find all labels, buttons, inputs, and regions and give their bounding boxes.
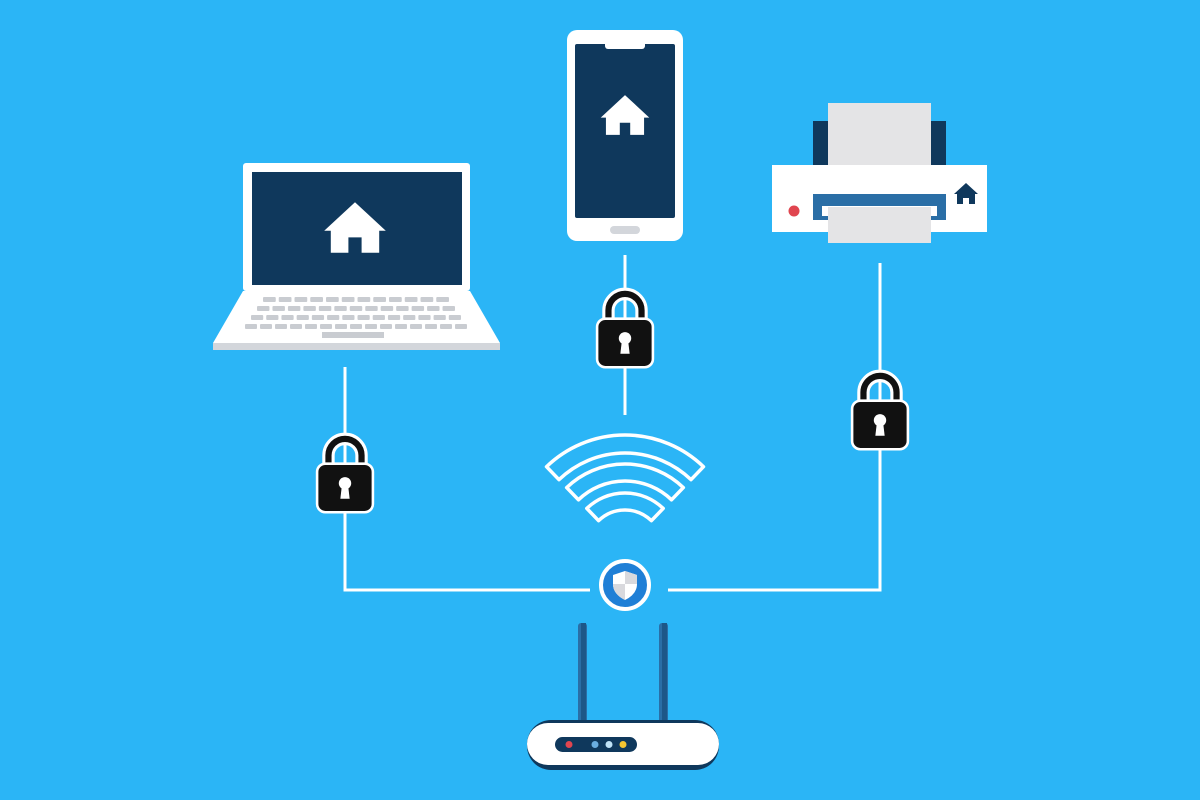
printer (772, 103, 987, 243)
laptop-key (380, 306, 394, 311)
laptop-key (396, 306, 409, 311)
router-led (605, 741, 613, 748)
laptop-key (320, 324, 332, 329)
laptop-key (425, 324, 437, 329)
laptop-key (266, 315, 279, 320)
laptop-key (418, 315, 431, 320)
router-led (565, 741, 573, 748)
smartphone (567, 30, 683, 241)
laptop-key (310, 297, 323, 302)
laptop-key (290, 324, 302, 329)
laptop-key (448, 315, 461, 320)
wifi-arc (544, 433, 706, 482)
laptop-key (350, 324, 362, 329)
laptop-key (410, 324, 422, 329)
wifi-arc (585, 491, 665, 523)
wifi-arc (564, 462, 686, 502)
laptop-key (326, 297, 339, 302)
laptop-key (373, 297, 386, 302)
laptop-key (303, 306, 316, 311)
laptop-key (294, 297, 308, 302)
laptop-key (335, 324, 347, 329)
laptop-key (327, 315, 340, 320)
laptop-key (349, 306, 363, 311)
laptop-key (341, 297, 355, 302)
laptop-key (263, 297, 276, 302)
phone-screen (575, 44, 675, 218)
laptop-key (411, 306, 425, 311)
printer-paper-in (828, 103, 931, 166)
laptop-keys (245, 297, 467, 338)
printer-power-led (788, 205, 800, 217)
router-led (591, 741, 599, 748)
wifi-icon (544, 433, 706, 523)
laptop-key (440, 324, 452, 329)
laptop-key (311, 315, 325, 320)
laptop-key (275, 324, 287, 329)
laptop-key (427, 306, 440, 311)
laptop-key (251, 315, 264, 320)
router (527, 623, 719, 770)
laptop-key (245, 324, 257, 329)
laptop-key (281, 315, 294, 320)
laptop-key (404, 297, 418, 302)
laptop-key (420, 297, 434, 302)
phone-home-button (610, 226, 640, 234)
laptop-key (260, 324, 272, 329)
laptop-key (357, 315, 370, 320)
laptop-key (278, 297, 292, 302)
laptop-key (403, 315, 416, 320)
laptop-spacebar (322, 332, 384, 338)
printer-paper-out (828, 207, 931, 243)
laptop-key (372, 315, 385, 320)
laptop-key (318, 306, 332, 311)
laptop-key (357, 297, 371, 302)
laptop-key (387, 315, 401, 320)
shield-badge (599, 559, 651, 611)
laptop-key (433, 315, 446, 320)
laptop-key (272, 306, 285, 311)
laptop-key (436, 297, 449, 302)
laptop-key (257, 306, 270, 311)
laptop-key (296, 315, 309, 320)
laptop-key (389, 297, 402, 302)
phone-notch (605, 42, 645, 49)
laptop-key (380, 324, 392, 329)
laptop-key (395, 324, 407, 329)
laptop-key (365, 324, 377, 329)
laptop-key (365, 306, 378, 311)
laptop (213, 163, 500, 350)
laptop-key (455, 324, 467, 329)
laptop-keyboard-deck (213, 291, 500, 343)
laptop-key (334, 306, 347, 311)
laptop-key (305, 324, 317, 329)
router-led (619, 741, 627, 748)
laptop-key (342, 315, 355, 320)
laptop-key (442, 306, 455, 311)
laptop-key (287, 306, 301, 311)
